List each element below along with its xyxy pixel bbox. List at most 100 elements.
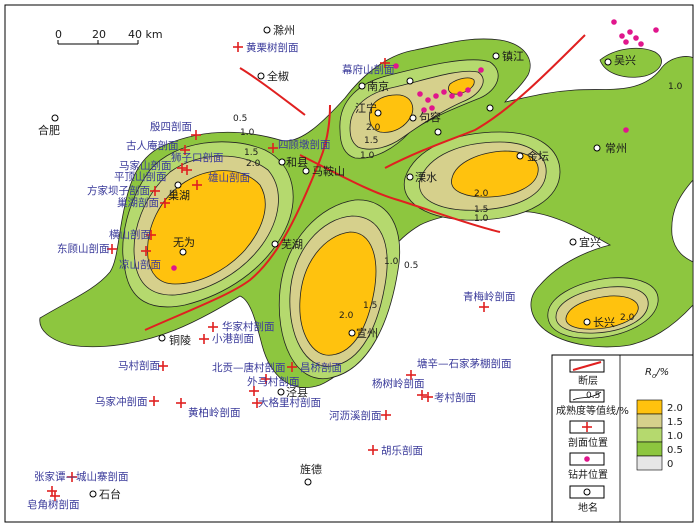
section-marker	[479, 302, 489, 312]
legend-ro-swatch	[636, 399, 663, 415]
section-marker	[423, 392, 433, 402]
well-marker	[429, 105, 435, 111]
wells	[171, 19, 659, 271]
fault-line	[144, 104, 331, 331]
section-marker	[50, 491, 60, 501]
section-label: 昌桥剖面	[300, 361, 342, 374]
section-label: 华家村剖面	[222, 320, 275, 333]
section-marker	[233, 42, 243, 52]
place-marker	[486, 104, 494, 112]
well-marker	[623, 127, 629, 133]
contour-label: 0.5	[404, 261, 418, 271]
place-marker	[583, 318, 591, 326]
place-label: 全椒	[267, 69, 289, 83]
place-label: 溧水	[415, 170, 437, 184]
section-marker	[199, 334, 209, 344]
section-label: 小港剖面	[212, 332, 254, 345]
well-marker	[465, 87, 471, 93]
legend-ro-value: 1.5	[667, 417, 683, 428]
section-label: 杨树岭剖面	[372, 377, 425, 390]
place-label: 无为	[173, 236, 195, 249]
scale-tick: 40 km	[128, 28, 163, 41]
place-marker	[593, 144, 601, 152]
legend-section-label: 剖面位置	[568, 436, 608, 449]
section-marker	[249, 386, 259, 396]
place-label: 马鞍山	[312, 164, 345, 178]
section-label: 四顾墩剖面	[278, 138, 331, 151]
legend-ro-swatch	[636, 455, 663, 471]
section-label: 胡乐剖面	[381, 444, 423, 457]
place-marker	[263, 26, 271, 34]
well-marker	[627, 29, 633, 35]
fault-line	[384, 34, 586, 169]
section-marker	[406, 370, 416, 380]
legend-place-icon	[583, 488, 591, 496]
legend-ro-value: 2.0	[667, 403, 683, 414]
place-marker	[89, 490, 97, 498]
legend-ro-swatch	[636, 427, 663, 443]
legend-ro-value: 1.0	[667, 431, 683, 442]
place-label: 合肥	[38, 123, 60, 137]
section-marker	[287, 362, 297, 372]
scale-bar: 0 20 40 km	[55, 28, 163, 45]
place-label: 宣州	[356, 326, 378, 340]
contour-label: 1.0	[360, 151, 375, 161]
well-marker	[623, 39, 629, 45]
faults	[144, 34, 586, 331]
contour-label: 2.0	[246, 159, 261, 169]
section-label: 黄栗树剖面	[246, 41, 299, 54]
legend-isoline-value: 0.5	[586, 391, 600, 401]
section-label: 殷四剖面	[150, 120, 192, 133]
place-marker	[374, 109, 382, 117]
place-marker	[406, 77, 414, 85]
contour-label: 1.0	[384, 257, 399, 267]
place-marker	[51, 114, 59, 122]
well-marker	[653, 27, 659, 33]
legend-place-label: 地名	[578, 501, 598, 514]
place-marker	[304, 478, 312, 486]
place-marker	[492, 52, 500, 60]
fault-line	[299, 154, 501, 233]
section-label: 青梅岭剖面	[463, 290, 516, 303]
place-marker	[569, 238, 577, 246]
section-marker	[160, 198, 170, 208]
contour-label: 2.0	[474, 189, 489, 199]
section-marker	[146, 230, 156, 240]
section-marker	[180, 145, 190, 155]
zone-mid-core	[299, 231, 377, 356]
well-marker	[421, 107, 427, 113]
legend-isoline-box	[569, 389, 605, 403]
place-label: 常州	[605, 142, 627, 155]
section-marker	[368, 445, 378, 455]
legend-ro-swatch	[636, 441, 663, 457]
scale-tick: 0	[55, 28, 62, 41]
place-label: 句容	[419, 110, 441, 124]
place-marker	[179, 248, 187, 256]
legend-ro-value: 0	[667, 459, 673, 470]
section-marker	[67, 472, 77, 482]
legend-section-icon	[582, 422, 592, 432]
well-marker	[441, 89, 447, 95]
section-marker	[182, 165, 192, 175]
section-label: 马村剖面	[118, 359, 160, 372]
well-marker	[449, 93, 455, 99]
place-label: 金坛	[527, 149, 549, 163]
section-marker	[177, 163, 187, 173]
place-label: 铜陵	[169, 333, 191, 347]
well-marker	[425, 97, 431, 103]
section-label: 凉山剖面	[119, 258, 161, 271]
fault-line	[239, 67, 306, 116]
contour-label: 1.5	[364, 136, 378, 146]
well-marker	[433, 93, 439, 99]
section-marker	[381, 410, 391, 420]
place-label: 和县	[286, 156, 308, 169]
section-label: 外马村剖面	[247, 375, 300, 388]
section-marker	[261, 374, 271, 384]
section-label: 北贡—唐村剖面	[212, 361, 286, 374]
place-marker	[604, 58, 612, 66]
section-label: 方家坝子剖面	[87, 184, 150, 197]
section-label: 塘辛—石家茅棚剖面	[417, 357, 512, 370]
section-label: 黄柏岭剖面	[188, 406, 241, 419]
section-label: 马家山剖面	[119, 159, 172, 172]
section-label: 东顾山剖面	[57, 242, 110, 255]
